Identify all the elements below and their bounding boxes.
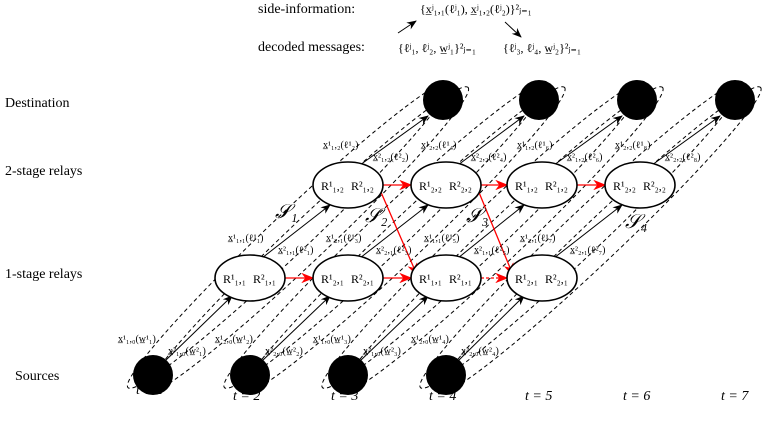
source-node bbox=[230, 355, 270, 395]
row-label-1-stage-relays: 1-stage relays bbox=[5, 267, 83, 282]
relay-label: R²₁,₁ bbox=[253, 272, 276, 286]
relay-label: R²₁,₁ bbox=[449, 272, 472, 286]
relay-label: R²₂,₂ bbox=[643, 179, 666, 193]
time-label: t = 2 bbox=[233, 389, 260, 404]
time-label: t = 4 bbox=[429, 389, 456, 404]
relay-label: R¹₂,₁ bbox=[321, 272, 344, 286]
relay-label: R²₂,₂ bbox=[449, 179, 472, 193]
relay-label: R¹₂,₂ bbox=[613, 179, 636, 193]
source-codeword-label: x̲¹₁,₀(w̲¹₃) bbox=[312, 334, 351, 345]
1-stage-relay-node bbox=[312, 254, 384, 302]
relay2-codeword-label: x̲¹₁,₂(ℓ¹₆) bbox=[516, 140, 552, 151]
relay-label: R¹₁,₁ bbox=[419, 272, 442, 286]
source-codeword-label: x̲¹₂,₀(w̲¹₄) bbox=[410, 334, 449, 345]
source-to-relay-arrow bbox=[457, 295, 525, 362]
relay-label: R²₁,₂ bbox=[545, 179, 568, 193]
relay-cooperation-arrow bbox=[379, 189, 418, 277]
source-codeword-label: x̲²₂,₀(w̲²₂) bbox=[264, 346, 303, 357]
source-node bbox=[328, 355, 368, 395]
row-label-sources: Sources bbox=[15, 369, 60, 384]
source-to-relay-arrow bbox=[261, 295, 331, 362]
relay2-codeword-label: x̲¹₁,₂(ℓ¹₂) bbox=[322, 140, 358, 151]
row-label-destination: Destination bbox=[5, 96, 70, 111]
relay-label: R¹₁,₁ bbox=[223, 272, 246, 286]
destination-node bbox=[617, 80, 657, 120]
relay-to-relay-arrow bbox=[553, 204, 623, 259]
source-codeword-label: x̲²₁,₀(w̲²₃) bbox=[362, 346, 401, 357]
relay2-codeword-label: x̲²₁,₂(ℓ²₆) bbox=[566, 152, 602, 163]
row-label-2-stage-relays: 2-stage relays bbox=[5, 164, 83, 179]
relay1-codeword-label: x̲²₁,₁(ℓ²₅) bbox=[473, 245, 509, 256]
relay2-codeword-label: x̲¹₂,₂(ℓ¹₄) bbox=[420, 140, 456, 151]
source-to-relay-arrow bbox=[359, 295, 429, 362]
destination-node bbox=[715, 80, 755, 120]
set-label-s1: 𝒮₁ bbox=[275, 201, 297, 223]
relay1-codeword-label: x̲¹₁,₁(ℓ¹₅) bbox=[423, 233, 459, 244]
relay-label: R¹₁,₂ bbox=[321, 179, 344, 193]
relay1-codeword-label: x̲²₁,₁(ℓ²₁) bbox=[277, 245, 313, 256]
source-to-relay-arrow bbox=[164, 295, 233, 362]
relay-to-destination-arrow bbox=[651, 115, 721, 166]
relay-to-destination-arrow bbox=[553, 115, 623, 166]
relay-to-destination-arrow bbox=[359, 115, 429, 166]
relay2-codeword-label: x̲¹₂,₂(ℓ¹₈) bbox=[614, 140, 650, 151]
source-node bbox=[133, 355, 173, 395]
relay1-codeword-label: x̲¹₁,₁(ℓ¹₁) bbox=[227, 233, 263, 244]
2-stage-relay-node bbox=[410, 161, 482, 209]
side-information-label: side-information: bbox=[258, 2, 356, 17]
chain-boundary-ellipse bbox=[339, 86, 664, 395]
source-node bbox=[426, 355, 466, 395]
side-info-arrow bbox=[504, 21, 522, 38]
relay2-codeword-label: x̲²₂,₂(ℓ²₄) bbox=[470, 152, 506, 163]
source-codeword-label: x̲²₁,₀(w̲²₁) bbox=[167, 346, 206, 357]
time-label: t = 5 bbox=[525, 389, 552, 404]
source-codeword-label: x̲¹₂,₀(w̲¹₂) bbox=[214, 334, 253, 345]
relay1-codeword-label: x̲²₂,₁(ℓ²₃) bbox=[375, 245, 411, 256]
time-label: t = 7 bbox=[721, 389, 749, 404]
1-stage-relay-node bbox=[410, 254, 482, 302]
2-stage-relay-node bbox=[506, 161, 578, 209]
decoded-messages-right: {ℓʲ₃, ℓʲ₄, w̲ʲ₂}²ⱼ₌₁ bbox=[503, 41, 582, 55]
relay-to-relay-arrow bbox=[359, 204, 429, 259]
set-label-s2: 𝒮₂ bbox=[365, 205, 387, 227]
decoded-messages-label: decoded messages: bbox=[258, 40, 365, 55]
relay-label: R²₁,₂ bbox=[351, 179, 374, 193]
set-label-s4: 𝒮₄ bbox=[625, 211, 647, 233]
relay-label: R¹₂,₂ bbox=[419, 179, 442, 193]
relay-label: R¹₂,₁ bbox=[515, 272, 538, 286]
chain-boundary-ellipse bbox=[437, 86, 762, 395]
2-stage-relay-node bbox=[604, 161, 676, 209]
relay1-codeword-label: x̲¹₂,₁(ℓ¹₃) bbox=[325, 233, 361, 244]
time-label: t = 3 bbox=[331, 389, 358, 404]
relay2-codeword-label: x̲²₁,₂(ℓ²₂) bbox=[372, 152, 408, 163]
destination-node bbox=[423, 80, 463, 120]
relay-cooperation-arrow bbox=[477, 189, 514, 277]
time-label: t = 1 bbox=[136, 383, 163, 398]
side-info-arrow bbox=[397, 20, 417, 34]
1-stage-relay-node bbox=[214, 254, 286, 302]
2-stage-relay-node bbox=[312, 161, 384, 209]
relay2-codeword-label: x̲²₂,₂(ℓ²₈) bbox=[664, 152, 700, 163]
relay1-codeword-label: x̲²₂,₁(ℓ²₇) bbox=[569, 245, 605, 256]
set-label-s3: 𝒮₃ bbox=[466, 205, 488, 227]
relay-to-relay-arrow bbox=[457, 204, 525, 259]
side-information-set: {x̲ʲ₁,₁(ℓʲ₁), x̲ʲ₁,₂(ℓʲ₂)}²ⱼ₌₁ bbox=[420, 2, 532, 16]
1-stage-relay-node bbox=[506, 254, 578, 302]
relay-to-destination-arrow bbox=[457, 115, 525, 166]
relay-to-relay-arrow bbox=[261, 204, 331, 259]
relay1-codeword-label: x̲¹₂,₁(ℓ¹₇) bbox=[519, 233, 555, 244]
source-codeword-label: x̲¹₁,₀(w̲¹₁) bbox=[117, 334, 156, 345]
relay-label: R²₂,₁ bbox=[351, 272, 374, 286]
time-label: t = 6 bbox=[623, 389, 650, 404]
relay-label: R²₂,₁ bbox=[545, 272, 568, 286]
decoded-messages-left: {ℓʲ₁, ℓʲ₂, w̲ʲ₁}²ⱼ₌₁ bbox=[398, 41, 477, 55]
relay-label: R¹₁,₂ bbox=[515, 179, 538, 193]
destination-node bbox=[519, 80, 559, 120]
source-codeword-label: x̲²₂,₀(w̲²₄) bbox=[460, 346, 499, 357]
